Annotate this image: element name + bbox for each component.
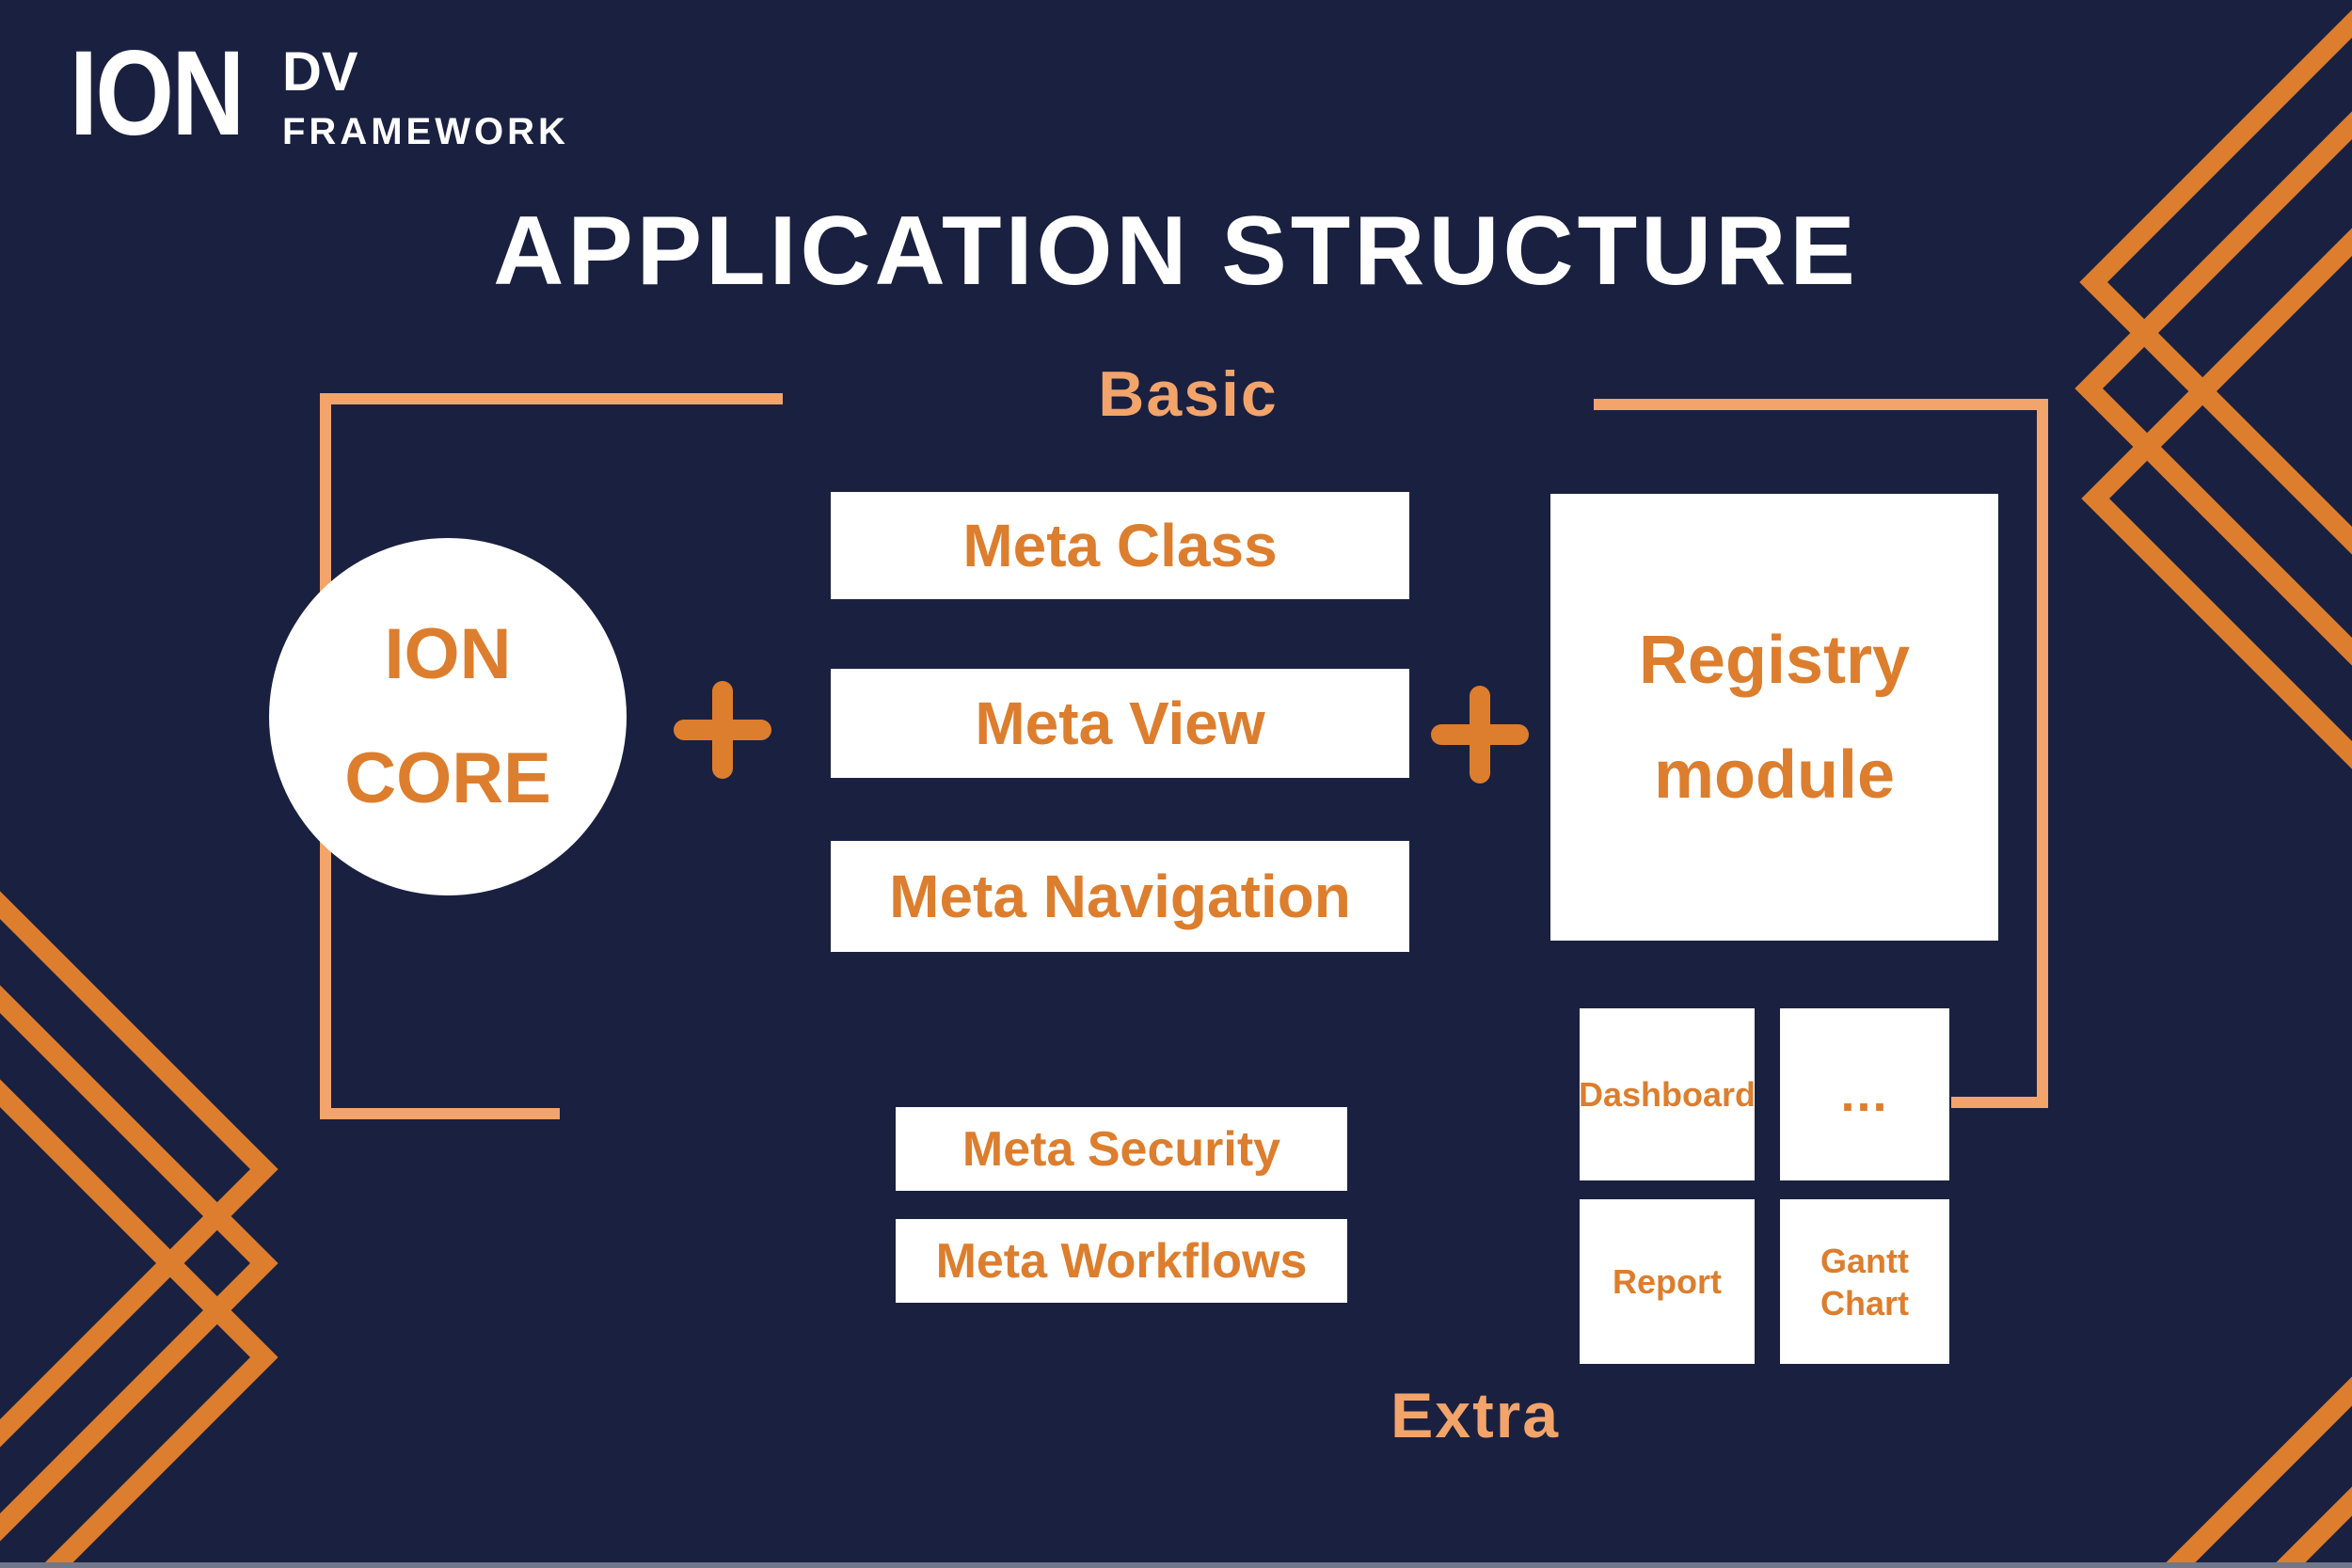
- gantt-chart-box: Gantt Chart: [1780, 1199, 1949, 1364]
- basic-bracket-right-vertical: [2037, 399, 2048, 1108]
- logo-ion: ION: [70, 26, 245, 161]
- logo-framework: FRAMEWORK: [282, 111, 569, 152]
- plus-horizontal-bar: [674, 720, 771, 740]
- ion-core-label-line2: CORE: [344, 738, 551, 818]
- meta-navigation-box: Meta Navigation: [831, 841, 1409, 952]
- meta-navigation-label: Meta Navigation: [889, 863, 1351, 930]
- page-title: APPLICATION STRUCTURE: [493, 197, 1859, 306]
- ion-core-label-line1: ION: [384, 614, 512, 694]
- basic-bracket-right-top: [1594, 399, 2048, 410]
- logo-dv: DV: [282, 41, 358, 103]
- meta-security-box: Meta Security: [896, 1107, 1347, 1191]
- registry-module-label-line2: module: [1653, 736, 1895, 813]
- basic-label: Basic: [1098, 358, 1279, 430]
- plus-horizontal-bar: [1431, 724, 1529, 745]
- extra-label: Extra: [1390, 1380, 1561, 1451]
- basic-bracket-left-top: [320, 393, 783, 404]
- meta-class-box: Meta Class: [831, 492, 1409, 599]
- logo: DV FRAMEWORK: [282, 41, 569, 152]
- basic-bracket-right-bottom: [1951, 1097, 2048, 1108]
- dashboard-label: Dashboard: [1578, 1075, 1756, 1114]
- registry-module-box: Registry module: [1550, 494, 1998, 941]
- ion-core-circle: ION CORE: [269, 538, 627, 895]
- report-label: Report: [1613, 1262, 1722, 1301]
- meta-view-box: Meta View: [831, 669, 1409, 778]
- plus-icon: [1431, 686, 1529, 784]
- meta-workflows-box: Meta Workflows: [896, 1219, 1347, 1303]
- meta-view-label: Meta View: [975, 689, 1265, 757]
- report-box: Report: [1580, 1199, 1755, 1364]
- plus-icon: [674, 681, 771, 779]
- bottom-edge-strip: [0, 1562, 2352, 1568]
- meta-workflows-label: Meta Workflows: [935, 1233, 1308, 1289]
- registry-module-label-line1: Registry: [1638, 622, 1911, 698]
- more-modules-box: ...: [1780, 1008, 1949, 1180]
- gantt-chart-label: Gantt Chart: [1820, 1241, 1909, 1323]
- meta-class-label: Meta Class: [962, 512, 1278, 579]
- meta-security-label: Meta Security: [961, 1121, 1281, 1177]
- ellipsis-icon: ...: [1840, 1065, 1889, 1122]
- dashboard-box: Dashboard: [1578, 1008, 1756, 1180]
- basic-bracket-left-bottom: [320, 1108, 560, 1119]
- diagonal-line-bottom-right-1: [2100, 1163, 2352, 1568]
